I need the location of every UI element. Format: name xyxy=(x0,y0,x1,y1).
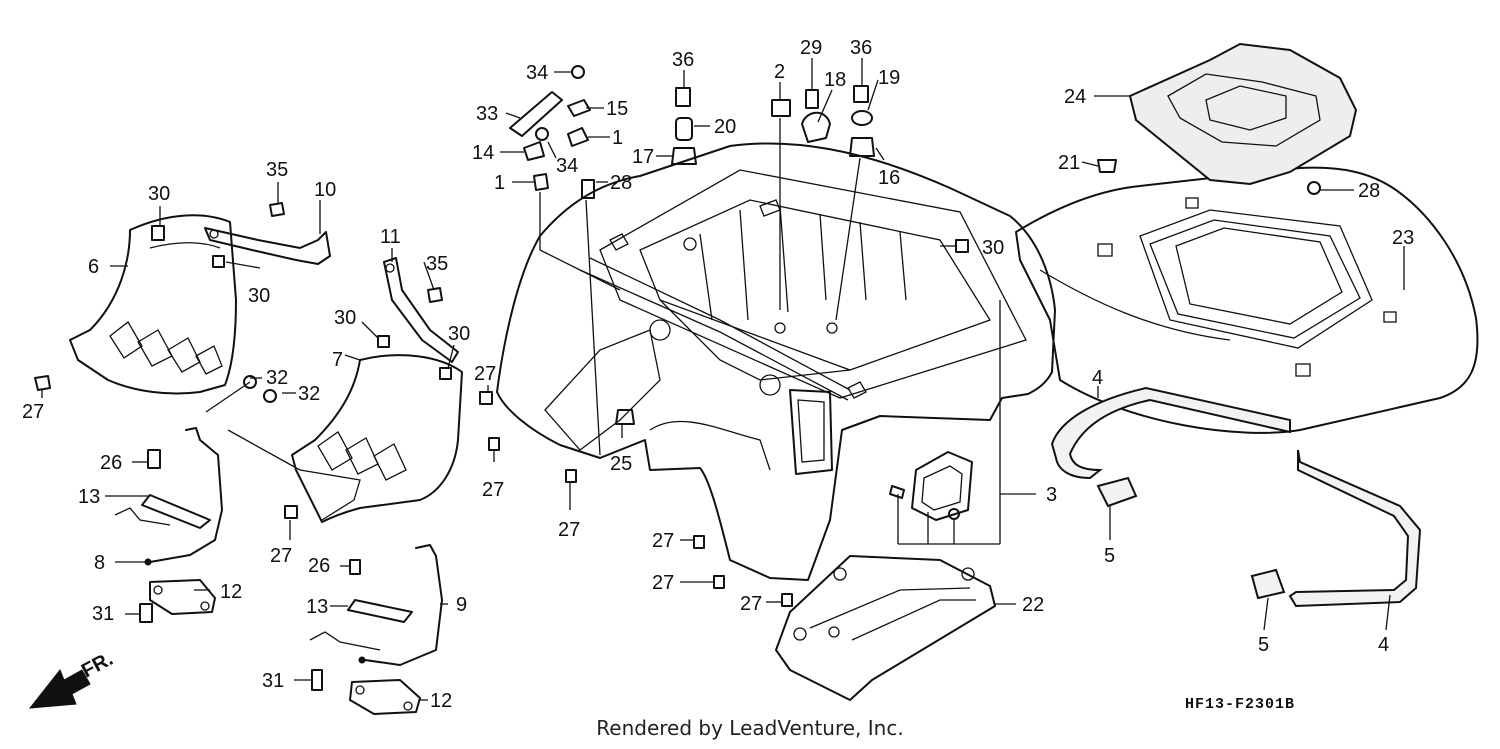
callout: 1 xyxy=(612,127,623,149)
fasteners-center xyxy=(565,239,969,607)
foam-block-a xyxy=(1096,476,1138,508)
plate-13a xyxy=(141,494,211,529)
callout: 30 xyxy=(148,183,170,205)
callout: 26 xyxy=(100,452,122,474)
diagram-code: HF13-F2301B xyxy=(1185,696,1296,713)
callout: 34 xyxy=(526,62,548,84)
callout: 30 xyxy=(982,237,1004,259)
rear-rack xyxy=(1015,159,1479,434)
callout: 2 xyxy=(774,61,785,83)
callout: 27 xyxy=(652,530,674,552)
callout: 27 xyxy=(474,363,496,385)
callout: 9 xyxy=(456,594,467,616)
callout: 30 xyxy=(248,285,270,307)
callout: 24 xyxy=(1064,86,1086,108)
mud-guard-left xyxy=(69,214,237,395)
callout: 26 xyxy=(308,555,330,577)
callout: 25 xyxy=(610,453,632,475)
callout: 6 xyxy=(88,256,99,278)
foam-strip-lower xyxy=(1288,449,1422,608)
callout: 10 xyxy=(314,179,336,201)
callout: 4 xyxy=(1092,367,1103,389)
callout: 17 xyxy=(632,146,654,168)
callout: 31 xyxy=(92,603,114,625)
callout: 5 xyxy=(1258,634,1269,656)
callout: 7 xyxy=(332,349,343,371)
seat-pad xyxy=(1128,42,1358,186)
stay-11 xyxy=(383,257,459,363)
plate-12a xyxy=(149,579,216,615)
callout: 27 xyxy=(652,572,674,594)
parts-upper-right xyxy=(671,85,875,165)
callout: 33 xyxy=(476,103,498,125)
callout: 20 xyxy=(714,116,736,138)
foam-block-b xyxy=(1250,568,1286,600)
callout: 8 xyxy=(94,552,105,574)
callouts: 30 6 27 35 10 30 11 35 30 30 7 32 32 27 … xyxy=(22,37,1414,712)
callout: 4 xyxy=(1378,634,1389,656)
front-direction-arrow-icon xyxy=(28,669,91,709)
callout: 13 xyxy=(306,596,328,618)
callout: 16 xyxy=(878,167,900,189)
foam-strip-upper xyxy=(1050,386,1291,480)
callout: 27 xyxy=(270,545,292,567)
callout: 21 xyxy=(1058,152,1080,174)
mud-guard-right xyxy=(291,354,463,523)
callout: 18 xyxy=(824,69,846,91)
callout: 36 xyxy=(672,49,694,71)
callout: 35 xyxy=(266,159,288,181)
bracket-9 xyxy=(309,544,443,666)
callout: 27 xyxy=(482,479,504,501)
parts-upper-center xyxy=(509,65,595,199)
callout: 32 xyxy=(298,383,320,405)
callout: 19 xyxy=(878,67,900,89)
callout: 36 xyxy=(850,37,872,59)
callout: 5 xyxy=(1104,545,1115,567)
callout: 34 xyxy=(556,155,578,177)
callout: 3 xyxy=(1046,484,1057,506)
plate-12b xyxy=(349,679,421,715)
credit-text: Rendered by LeadVenture, Inc. xyxy=(596,716,904,740)
callout: 28 xyxy=(610,172,632,194)
callout: 1 xyxy=(494,172,505,194)
reflector-bracket xyxy=(889,451,973,521)
callout: 14 xyxy=(472,142,494,164)
under-cover xyxy=(775,555,996,701)
callout: 32 xyxy=(266,367,288,389)
callout: 22 xyxy=(1022,594,1044,616)
callout: 23 xyxy=(1392,227,1414,249)
callout: 35 xyxy=(426,253,448,275)
stay-10 xyxy=(204,227,331,265)
callout: 31 xyxy=(262,670,284,692)
rear-fender xyxy=(496,142,1056,581)
callout: 12 xyxy=(430,690,452,712)
callout: 15 xyxy=(606,98,628,120)
callout: 28 xyxy=(1358,180,1380,202)
callout: 27 xyxy=(740,593,762,615)
callout: 30 xyxy=(448,323,470,345)
callout: 27 xyxy=(558,519,580,541)
callout: 11 xyxy=(380,226,401,248)
callout: 27 xyxy=(22,401,44,423)
leader-lines xyxy=(41,58,1405,701)
callout: 29 xyxy=(800,37,822,59)
callout: 30 xyxy=(334,307,356,329)
fasteners-left xyxy=(34,202,500,691)
plate-13b xyxy=(347,599,413,623)
callout: 12 xyxy=(220,581,242,603)
callout: 13 xyxy=(78,486,100,508)
